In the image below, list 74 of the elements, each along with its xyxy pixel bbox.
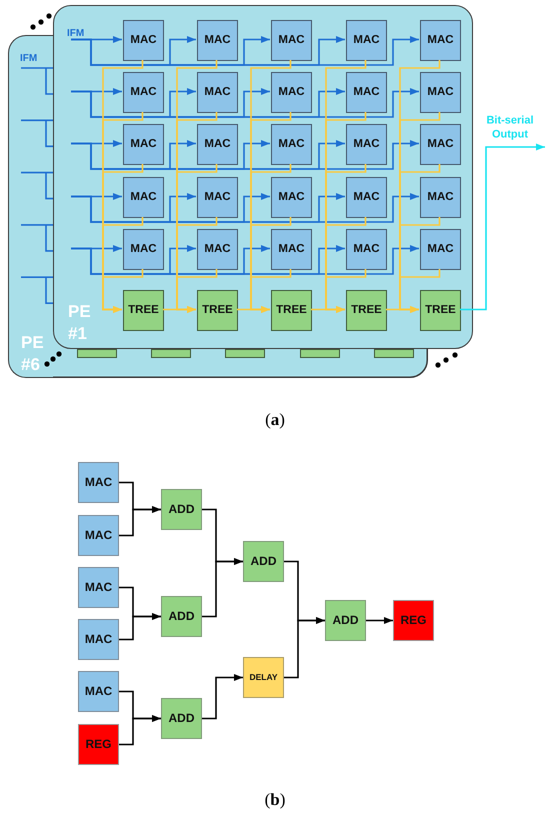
mac-box: MAC (346, 177, 387, 218)
arrow (366, 617, 393, 624)
processing-element-panel (53, 5, 473, 349)
mac-box: MAC (346, 20, 387, 61)
arrow (311, 306, 345, 313)
mac-box: MAC (346, 229, 387, 270)
tree-box: TREE (346, 290, 387, 331)
register-box: REG (78, 724, 119, 765)
tree-box (77, 349, 117, 358)
mac-box: MAC (420, 72, 461, 113)
mac-box: MAC (346, 124, 387, 165)
mac-box: MAC (123, 72, 164, 113)
mac-box: MAC (197, 20, 238, 61)
mac-box: MAC (271, 124, 312, 165)
adder-box: ADD (161, 596, 202, 637)
arrow (71, 88, 419, 118)
mac-box: MAC (123, 229, 164, 270)
mac-box: MAC (420, 124, 461, 165)
arrow (71, 36, 419, 66)
mac-box: MAC (78, 515, 119, 556)
subfigure-label: (a) (265, 410, 285, 430)
mac-box: MAC (197, 72, 238, 113)
mac-box: MAC (123, 20, 164, 61)
arrow (284, 617, 325, 678)
tree-box: TREE (123, 290, 164, 331)
tree-box (300, 349, 340, 358)
mac-box: MAC (78, 619, 119, 660)
mac-box: MAC (197, 177, 238, 218)
arrow (119, 715, 161, 746)
adder-box: ADD (325, 600, 366, 641)
tree-box: TREE (420, 290, 461, 331)
subfigure-label: (b) (264, 790, 286, 810)
tree-box: TREE (271, 290, 312, 331)
mac-box: MAC (197, 124, 238, 165)
input-label: IFM (20, 53, 38, 64)
tree-box (151, 349, 191, 358)
mac-box: MAC (78, 567, 119, 608)
mac-box: MAC (420, 20, 461, 61)
tree-box (374, 349, 414, 358)
adder-box: ADD (161, 489, 202, 530)
mac-box: MAC (78, 462, 119, 503)
mac-box: MAC (123, 177, 164, 218)
input-label: IFM (67, 27, 89, 39)
mac-box: MAC (271, 229, 312, 270)
tree-box: TREE (197, 290, 238, 331)
arrow (71, 193, 419, 223)
tree-box (225, 349, 265, 358)
mac-box: MAC (271, 177, 312, 218)
arrow (163, 306, 196, 313)
processing-element-panel (8, 35, 53, 378)
panel-label: PE #6 (21, 332, 45, 376)
adder-box: ADD (243, 541, 284, 582)
arrow (71, 245, 419, 275)
arrow (386, 306, 419, 313)
arrow (102, 269, 144, 313)
arrow (119, 506, 161, 536)
panel-label: PE #1 (68, 301, 92, 346)
arrow (460, 144, 545, 310)
mac-box: MAC (346, 72, 387, 113)
mac-box: MAC (197, 229, 238, 270)
arrow (119, 613, 161, 640)
arrow (71, 140, 419, 170)
arrow (202, 558, 243, 618)
mac-box: MAC (271, 72, 312, 113)
delay-box: DELAY (243, 657, 284, 698)
mac-box: MAC (123, 124, 164, 165)
mac-box: MAC (420, 177, 461, 218)
arrow (202, 674, 243, 720)
arrow (237, 306, 270, 313)
register-box: REG (393, 600, 434, 641)
adder-box: ADD (161, 698, 202, 739)
mac-box: MAC (271, 20, 312, 61)
mac-box: MAC (420, 229, 461, 270)
mac-box: MAC (78, 671, 119, 712)
